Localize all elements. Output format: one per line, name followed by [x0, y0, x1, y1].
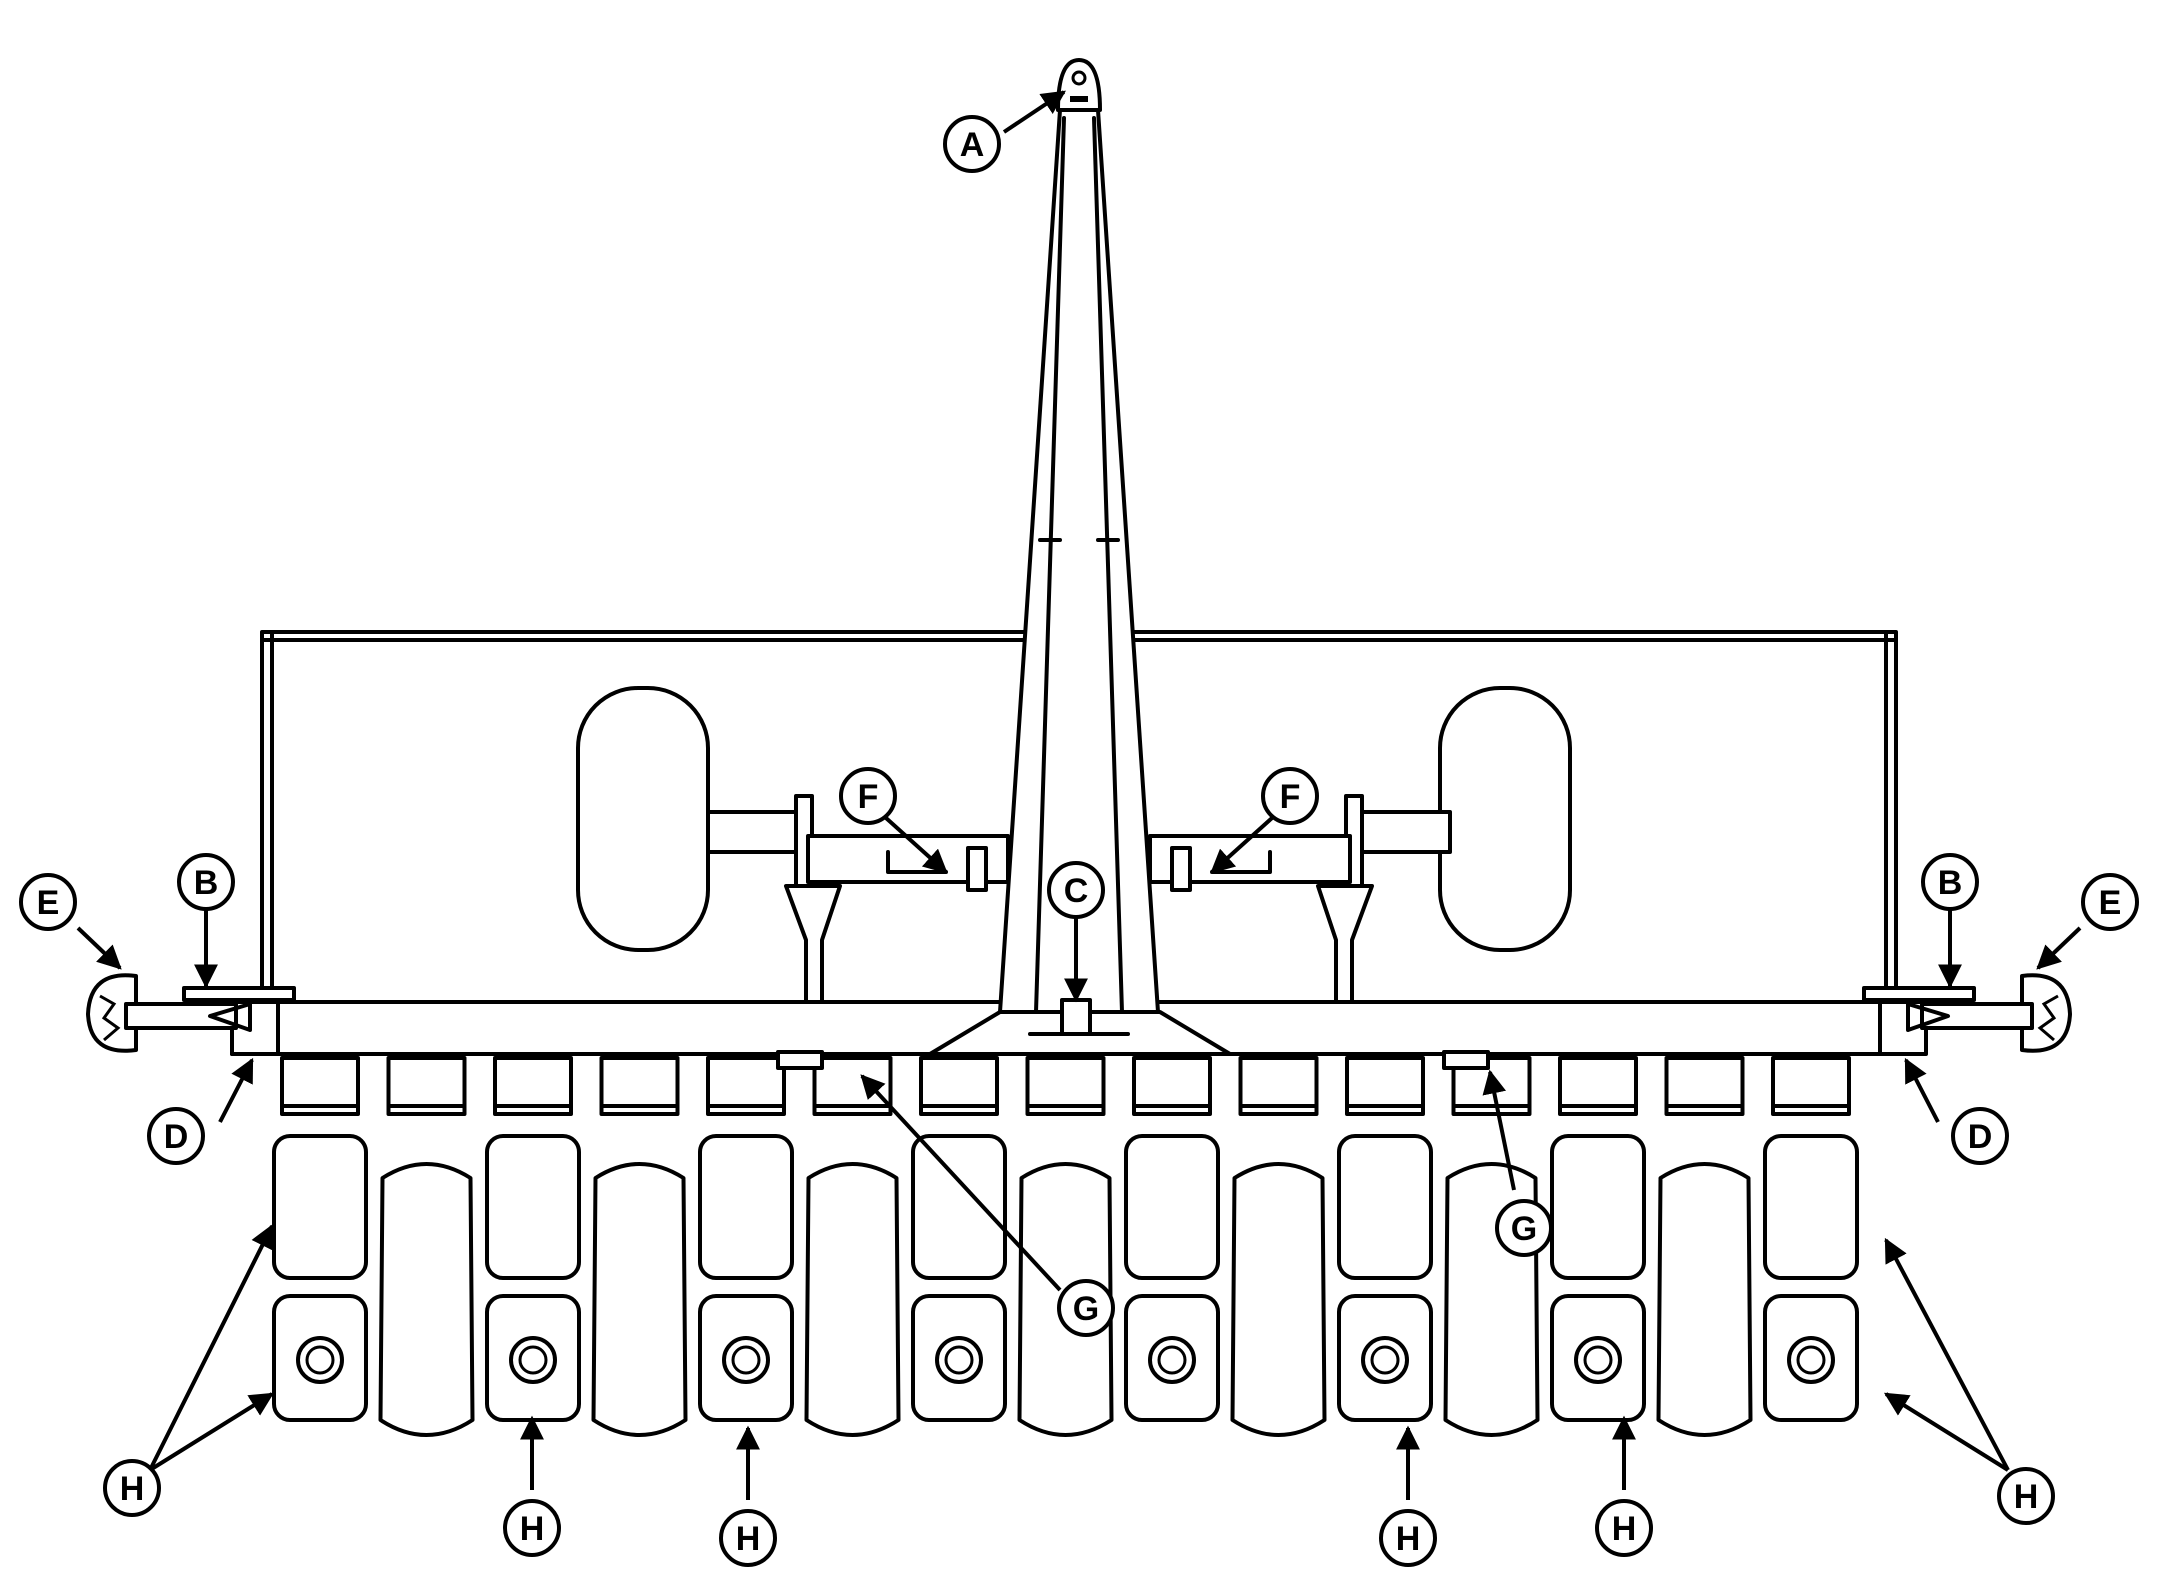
- callout-g-left: G: [1057, 1279, 1115, 1337]
- callout-h-4: H: [1379, 1509, 1437, 1567]
- callout-b-left: B: [177, 853, 235, 911]
- callout-a: A: [943, 115, 1001, 173]
- press-wheel-unit: [485, 1056, 581, 1422]
- press-wheel-unit: [1124, 1056, 1220, 1422]
- callout-label: C: [1064, 872, 1089, 910]
- marker-right: [1862, 973, 2072, 1053]
- press-wheel-unit: [1763, 1056, 1859, 1422]
- transport-wheel-right: [1438, 686, 1572, 952]
- leader-lines: [76, 90, 2082, 1500]
- hitch-tongue: [998, 58, 1160, 1014]
- disc-opener-unit: [378, 1056, 475, 1437]
- callout-d-left: D: [147, 1107, 205, 1165]
- callout-f-left: F: [839, 767, 897, 825]
- press-wheel-unit: [698, 1056, 794, 1422]
- disc-opener-unit: [804, 1056, 901, 1437]
- seed-tubes: [776, 1050, 1490, 1070]
- callout-label: A: [960, 126, 985, 164]
- callout-e-right: E: [2081, 873, 2139, 931]
- press-wheel-unit: [1550, 1056, 1646, 1422]
- callout-label: E: [2099, 884, 2122, 922]
- callout-h-1: H: [103, 1459, 161, 1517]
- main-frame: [230, 1000, 1928, 1056]
- press-wheel-unit: [272, 1056, 368, 1422]
- callout-label: F: [1280, 778, 1301, 816]
- marker-left: [86, 973, 296, 1053]
- callout-h-2: H: [503, 1499, 561, 1557]
- callout-g-right: G: [1495, 1199, 1553, 1257]
- press-wheel-unit: [911, 1056, 1007, 1422]
- callout-label: G: [1511, 1210, 1537, 1248]
- disc-opener-unit: [1230, 1056, 1327, 1437]
- callout-h-6: H: [1997, 1467, 2055, 1525]
- disc-opener-unit: [1017, 1056, 1114, 1437]
- callout-c: C: [1047, 861, 1105, 919]
- wheel-axle-right: [1148, 794, 1452, 1012]
- callout-h-3: H: [719, 1509, 777, 1567]
- callout-d-right: D: [1951, 1107, 2009, 1165]
- callout-h-5: H: [1595, 1499, 1653, 1557]
- opener-rows: [272, 1050, 1859, 1437]
- disc-opener-unit: [1656, 1056, 1753, 1437]
- press-wheel-unit: [1337, 1056, 1433, 1422]
- callout-label: H: [1396, 1520, 1421, 1558]
- callout-label: H: [1612, 1510, 1637, 1548]
- callout-label: H: [2014, 1478, 2039, 1516]
- callouts: A B B C D D E E F F G G H H H H H H: [19, 115, 2139, 1567]
- callout-label: H: [520, 1510, 545, 1548]
- transport-wheel-left: [576, 686, 710, 952]
- callout-label: E: [37, 884, 60, 922]
- callout-f-right: F: [1261, 767, 1319, 825]
- callout-label: G: [1073, 1290, 1099, 1328]
- callout-label: D: [164, 1118, 189, 1156]
- callout-label: D: [1968, 1118, 1993, 1156]
- callout-e-left: E: [19, 873, 77, 931]
- callout-label: B: [194, 864, 219, 902]
- callout-label: H: [736, 1520, 761, 1558]
- disc-opener-unit: [591, 1056, 688, 1437]
- callout-label: F: [858, 778, 879, 816]
- callout-label: H: [120, 1470, 145, 1508]
- callout-label: B: [1938, 864, 1963, 902]
- callout-b-right: B: [1921, 853, 1979, 911]
